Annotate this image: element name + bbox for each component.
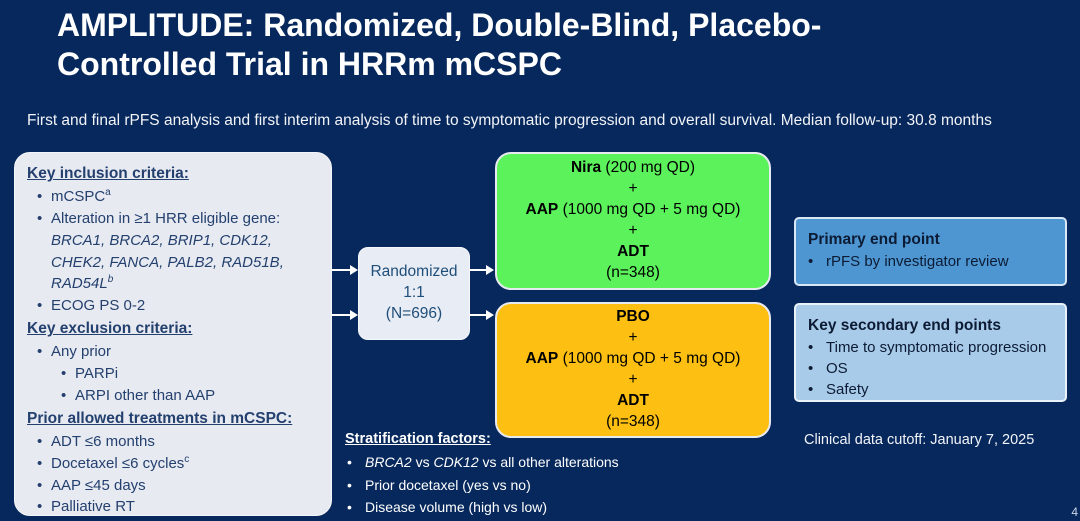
endpoint-item-label: rPFS by investigator review [826, 252, 1009, 270]
prior-item-label: AAP ≤45 days [51, 476, 146, 494]
plus-sign: + [628, 222, 638, 239]
arm-n-count: (n=348) [606, 412, 660, 430]
stratification-item: • Prior docetaxel (yes vs no) [345, 474, 785, 497]
prior-treatments-heading: Prior allowed treatments in mCSPC: [27, 409, 293, 427]
flow-arrow-icon [470, 310, 494, 320]
arm-drug-line: PBO [616, 308, 650, 326]
bullet-icon: • [808, 338, 814, 356]
exclusion-item-arpi: • ARPI other than AAP [27, 385, 321, 407]
endpoint-item: • rPFS by investigator review [808, 251, 1055, 272]
bullet-icon: • [808, 252, 814, 270]
inclusion-item-label: mCSPCa [51, 187, 111, 206]
stratification-item-label: BRCA2 vs CDK12 vs all other alterations [365, 454, 619, 470]
randomization-box: Randomized 1:1 (N=696) [358, 247, 470, 340]
arm-drug-line: ADT [617, 391, 649, 409]
bullet-icon: • [808, 359, 814, 377]
bullet-icon: • [37, 454, 43, 472]
flow-arrow-icon [332, 265, 358, 275]
inclusion-item-alteration: • Alteration in ≥1 HRR eligible gene: BR… [27, 208, 321, 295]
exclusion-item-any-prior: • Any prior [27, 341, 321, 363]
stratification-section: Stratification factors: • BRCA2 vs CDK12… [345, 431, 785, 519]
stratification-item-label: Disease volume (high vs low) [365, 499, 548, 516]
stratification-heading: Stratification factors: [345, 431, 491, 447]
flow-arrow-icon [470, 265, 494, 275]
endpoint-item-label: Safety [826, 380, 869, 398]
endpoint-item: • OS [808, 358, 1055, 379]
stratification-item: • BRCA2 vs CDK12 vs all other alteration… [345, 451, 785, 474]
bullet-icon: • [37, 297, 43, 315]
bullet-icon: • [347, 476, 352, 493]
bullet-icon: • [347, 499, 352, 516]
prior-item-label: ADT ≤6 months [51, 433, 155, 451]
prior-item-label: Palliative RT [51, 498, 135, 516]
inclusion-heading: Key inclusion criteria: [27, 165, 189, 182]
exclusion-item-label: Any prior [51, 343, 112, 361]
arm-drug-line: AAP (1000 mg QD + 5 mg QD) [525, 201, 741, 219]
exclusion-heading: Key exclusion criteria: [27, 319, 193, 337]
prior-item-aap: • AAP ≤45 days [27, 475, 321, 497]
page-number: 4 [1071, 505, 1078, 519]
bullet-icon: • [61, 386, 67, 404]
plus-sign: + [628, 371, 638, 388]
bullet-icon: • [347, 454, 352, 470]
secondary-endpoints-heading: Key secondary end points [808, 317, 1001, 334]
endpoint-item: • Safety [808, 379, 1055, 400]
randomization-line: Randomized [370, 263, 458, 281]
stratification-item-label: Prior docetaxel (yes vs no) [365, 476, 531, 493]
slide-title: AMPLITUDE: Randomized, Double-Blind, Pla… [57, 7, 822, 83]
plus-sign: + [628, 180, 638, 198]
slide-subtitle: First and final rPFS analysis and first … [27, 112, 992, 129]
bullet-icon: • [37, 343, 43, 361]
inclusion-item-label: Alteration in ≥1 HRR eligible gene: BRCA… [51, 210, 284, 293]
plus-sign: + [628, 329, 638, 347]
randomization-line: (N=696) [385, 304, 443, 322]
prior-item-rt: • Palliative RT [27, 496, 321, 518]
endpoint-item-label: Time to symptomatic progression [826, 338, 1047, 356]
randomization-line: 1:1 [403, 284, 425, 302]
arm-box-nira: Nira (200 mg QD) + AAP (1000 mg QD + 5 m… [495, 152, 771, 290]
arm-box-pbo: PBO + AAP (1000 mg QD + 5 mg QD) + ADT (… [495, 302, 771, 438]
inclusion-item-mcspc: • mCSPCa [27, 186, 321, 208]
arm-n-count: (n=348) [606, 263, 660, 281]
exclusion-item-parpi: • PARPi [27, 363, 321, 385]
criteria-panel: Key inclusion criteria: • mCSPCa • Alter… [14, 152, 332, 516]
bullet-icon: • [37, 188, 43, 206]
bullet-icon: • [808, 380, 814, 398]
inclusion-item-ecog: • ECOG PS 0-2 [27, 295, 321, 317]
prior-item-adt: • ADT ≤6 months [27, 431, 321, 453]
flow-arrow-icon [332, 310, 358, 320]
inclusion-item-label: ECOG PS 0-2 [51, 297, 146, 315]
bullet-icon: • [37, 210, 43, 228]
stratification-item: • Disease volume (high vs low) [345, 496, 785, 519]
bullet-icon: • [37, 433, 43, 451]
bullet-icon: • [37, 498, 43, 516]
endpoint-item-label: OS [826, 359, 848, 377]
primary-endpoint-box: Primary end point • rPFS by investigator… [794, 217, 1067, 286]
secondary-endpoints-box: Key secondary end points • Time to sympt… [794, 303, 1067, 402]
prior-item-label: Docetaxel ≤6 cyclesc [51, 453, 190, 472]
bullet-icon: • [61, 365, 67, 383]
exclusion-item-label: PARPi [75, 365, 119, 383]
bullet-icon: • [37, 476, 43, 494]
exclusion-item-label: ARPI other than AAP [75, 386, 216, 404]
primary-endpoint-heading: Primary end point [808, 231, 940, 248]
arm-drug-line: ADT [617, 242, 649, 260]
endpoint-item: • Time to symptomatic progression [808, 337, 1055, 358]
prior-item-docetaxel: • Docetaxel ≤6 cyclesc [27, 453, 321, 475]
arm-drug-line: AAP (1000 mg QD + 5 mg QD) [525, 350, 741, 368]
data-cutoff-note: Clinical data cutoff: January 7, 2025 [804, 432, 1035, 448]
gene-list: BRCA1, BRCA2, BRIP1, CDK12, CHEK2, FANCA… [51, 231, 284, 293]
arm-drug-line: Nira (200 mg QD) [570, 159, 696, 177]
